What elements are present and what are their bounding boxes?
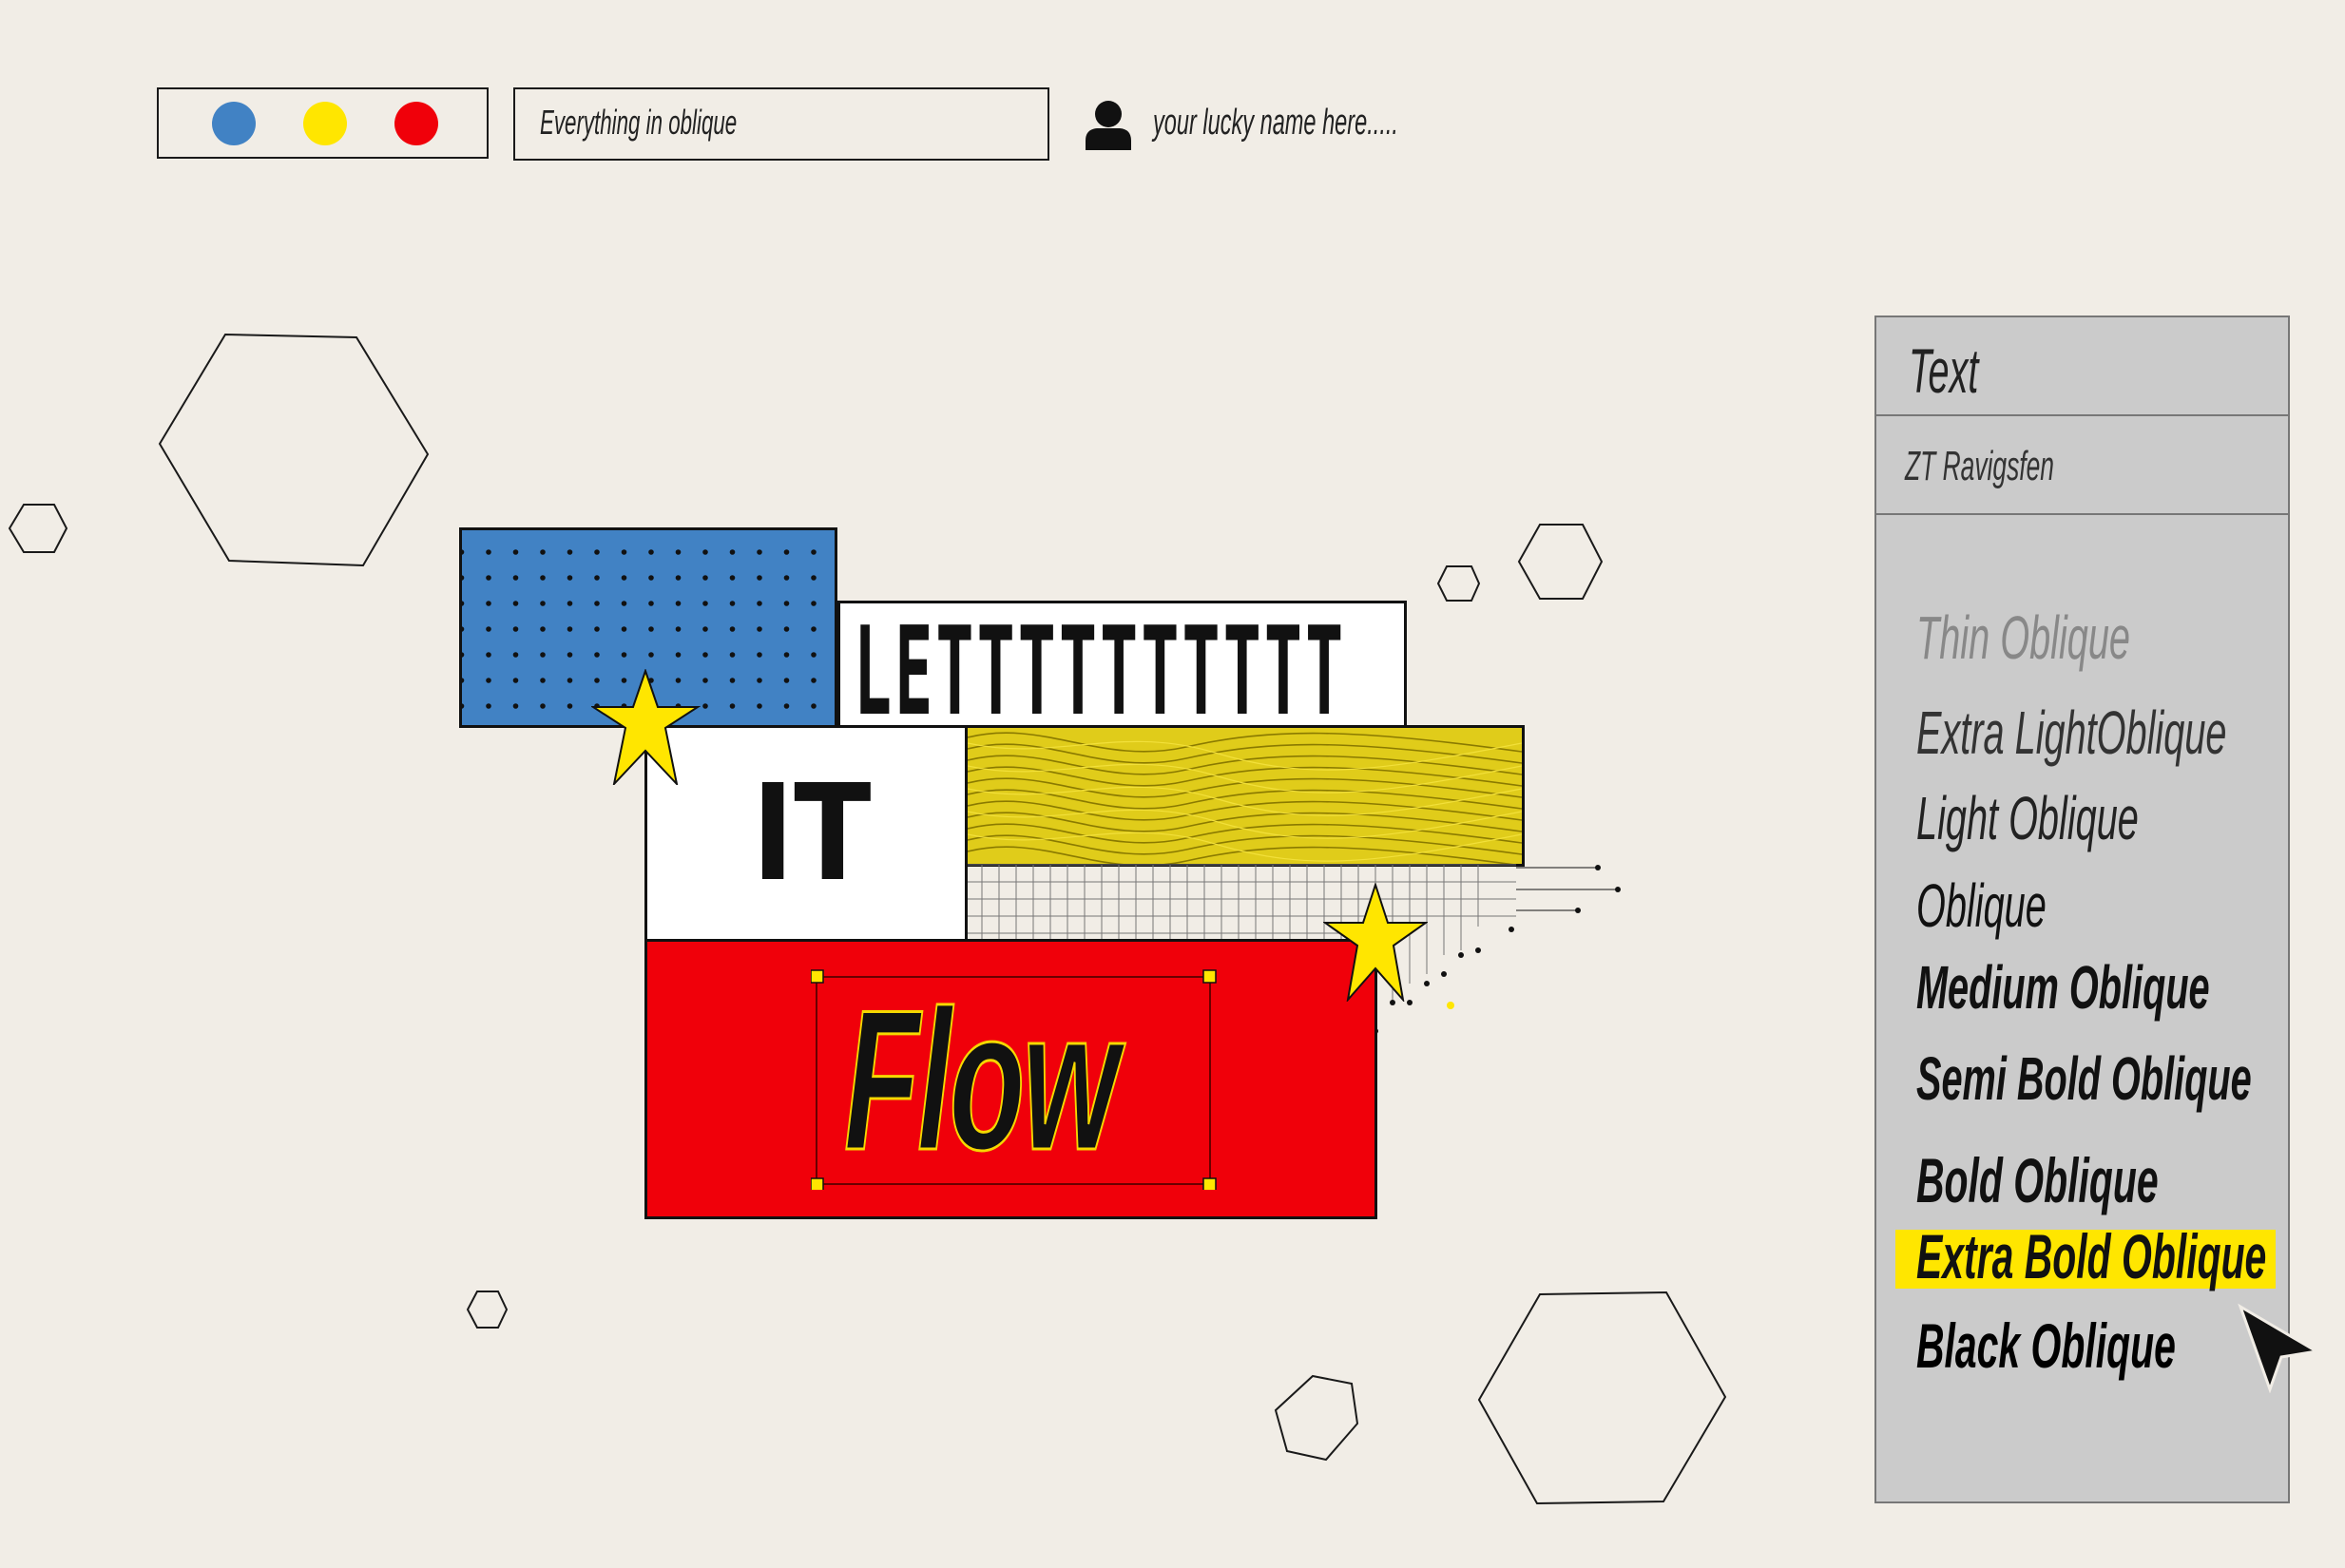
text-input-value: Everything in oblique <box>540 103 738 142</box>
color-picker-box <box>157 87 489 159</box>
weight-option-oblique[interactable]: Oblique <box>1916 871 2047 940</box>
weight-option-black[interactable]: Black Oblique <box>1916 1310 2176 1381</box>
blue-color-dot[interactable] <box>212 102 256 145</box>
yellow-wave-panel <box>965 725 1525 867</box>
hexagon-large-top-left <box>158 333 430 567</box>
hexagon-tiny-bottom <box>466 1291 509 1329</box>
selection-frame[interactable] <box>811 969 1221 1190</box>
hexagon-small-left <box>8 504 68 553</box>
weight-option-bold[interactable]: Bold Oblique <box>1916 1145 2159 1215</box>
letters-text: LETTTTTTTTTT <box>854 602 1347 728</box>
red-flow-panel <box>644 939 1377 1219</box>
hexagon-bottom-large <box>1477 1291 1727 1505</box>
it-text: IT <box>752 756 872 911</box>
text-input-field[interactable]: Everything in oblique <box>513 87 1049 161</box>
panel-header: Text <box>1876 317 2288 416</box>
letters-banner: LETTTTTTTTTT <box>837 601 1407 728</box>
selected-weight-highlight <box>1895 1230 2276 1289</box>
hexagon-medium-right <box>1517 524 1604 600</box>
resize-handle-bottom-right <box>1202 1177 1217 1190</box>
hexagon-small-center <box>1436 565 1481 602</box>
flow-text[interactable]: Flow <box>843 968 1120 1192</box>
resize-handle-bottom-left <box>811 1177 824 1190</box>
weight-option-thin[interactable]: Thin Oblique <box>1916 603 2130 672</box>
yellow-color-dot[interactable] <box>303 102 347 145</box>
star-icon-left <box>591 669 701 785</box>
font-family-name: ZT Ravigsfen <box>1905 443 2054 489</box>
weight-option-medium[interactable]: Medium Oblique <box>1916 953 2210 1022</box>
weight-option-extra-bold[interactable]: Extra Bold Oblique <box>1916 1221 2267 1291</box>
star-icon-right <box>1323 883 1428 1002</box>
weight-option-extra-light[interactable]: Extra LightOblique <box>1916 698 2227 767</box>
hexagon-bottom-medium <box>1274 1374 1359 1462</box>
weight-option-semi-bold[interactable]: Semi Bold Oblique <box>1916 1044 2252 1113</box>
font-family-selector[interactable]: ZT Ravigsfen <box>1876 416 2288 515</box>
user-name-field[interactable]: your lucky name here..... <box>1153 103 1398 143</box>
red-color-dot[interactable] <box>394 102 438 145</box>
cursor-arrow-icon <box>2238 1303 2321 1393</box>
resize-handle-top-right <box>1202 969 1217 984</box>
panel-title: Text <box>1909 335 1979 406</box>
text-properties-panel: Text ZT Ravigsfen Thin Oblique Extra Lig… <box>1874 316 2290 1503</box>
user-icon <box>1086 101 1131 150</box>
it-panel: IT <box>644 725 968 942</box>
weight-option-light[interactable]: Light Oblique <box>1916 784 2139 852</box>
resize-handle-top-left <box>811 969 824 984</box>
